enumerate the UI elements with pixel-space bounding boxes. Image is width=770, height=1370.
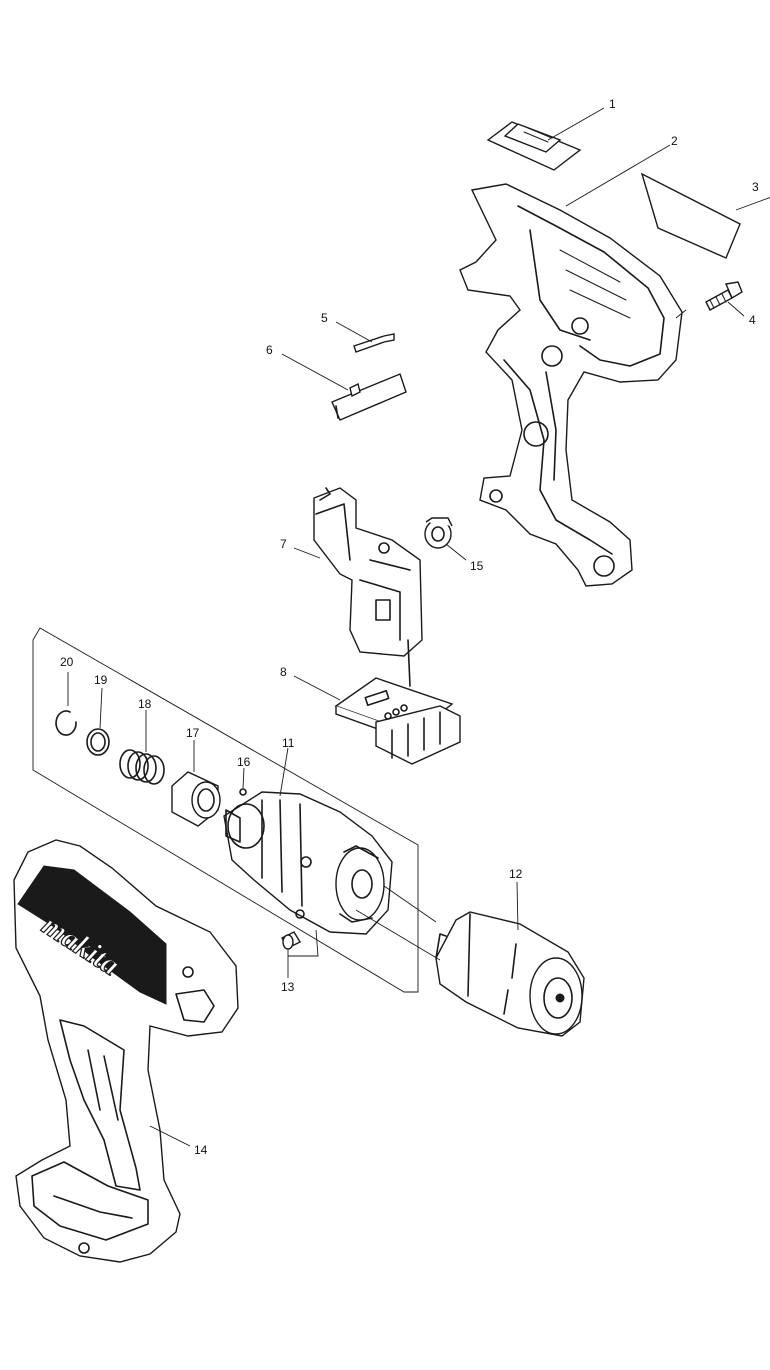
part-16-steel-ball bbox=[239, 788, 247, 796]
callout-12: 12 bbox=[509, 867, 523, 881]
callout-7: 7 bbox=[280, 537, 287, 551]
callout-8: 8 bbox=[280, 665, 287, 679]
callout-18: 18 bbox=[138, 697, 152, 711]
part-4-screw bbox=[705, 281, 743, 311]
part-12-motor bbox=[435, 911, 585, 1037]
part-11-gear-assembly bbox=[223, 791, 393, 935]
part-17-sleeve bbox=[171, 771, 221, 827]
callout-14: 14 bbox=[194, 1143, 208, 1157]
callout-17: 17 bbox=[186, 726, 200, 740]
callout-20: 20 bbox=[60, 655, 74, 669]
callout-11: 11 bbox=[282, 736, 295, 750]
callout-4: 4 bbox=[749, 313, 756, 327]
part-15-bushing bbox=[424, 517, 453, 549]
callout-3: 3 bbox=[752, 180, 759, 194]
assembly-connector-lines bbox=[288, 885, 441, 961]
assembly-group-outline bbox=[32, 627, 419, 993]
part-14-housing-half: makita bbox=[13, 839, 239, 1263]
part-13-screw bbox=[281, 931, 301, 950]
leader-lines bbox=[67, 107, 770, 1147]
part-5-spring-plate bbox=[353, 333, 395, 353]
part-8-controller bbox=[334, 677, 461, 765]
callout-13: 13 bbox=[281, 980, 295, 994]
part-3-label bbox=[640, 172, 741, 259]
part-6-lever bbox=[331, 373, 407, 421]
callout-15: 15 bbox=[470, 559, 484, 573]
part-1-button bbox=[486, 121, 582, 171]
part-18-spring bbox=[119, 749, 165, 785]
part-20-retaining-ring bbox=[55, 710, 77, 736]
callout-5: 5 bbox=[321, 311, 328, 325]
callout-1: 1 bbox=[609, 97, 616, 111]
callout-19: 19 bbox=[94, 673, 108, 687]
callout-6: 6 bbox=[266, 343, 273, 357]
part-7-switch bbox=[313, 487, 423, 687]
part-2-housing-half bbox=[459, 183, 683, 587]
callout-2: 2 bbox=[671, 134, 678, 148]
callout-16: 16 bbox=[237, 755, 251, 769]
part-19-washer bbox=[86, 728, 110, 756]
callout-labels: 1 2 3 4 5 6 7 8 11 12 13 14 15 16 17 18 … bbox=[60, 97, 759, 1157]
